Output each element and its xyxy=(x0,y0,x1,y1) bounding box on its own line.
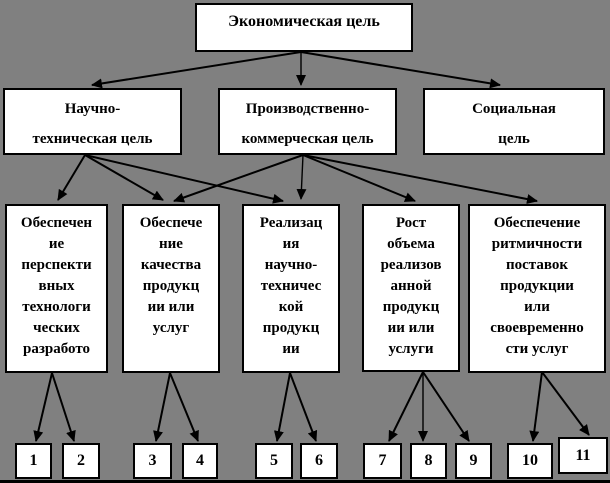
leaf-node-11: 11 xyxy=(558,437,608,474)
node-social-goal: Социальная цель xyxy=(423,88,605,155)
leaf-node-7: 7 xyxy=(363,443,402,479)
node-product-quality: Обеспече ние качества продукц ии или усл… xyxy=(122,204,220,373)
node-delivery-rhythm: Обеспечение ритмичности поставок продукц… xyxy=(468,204,606,373)
leaf-node-8: 8 xyxy=(410,443,447,479)
arrow-prod-to-l3e xyxy=(302,154,538,204)
node-sci-tech-product-sales: Реализац ия научно- техничес кой продукц… xyxy=(242,204,340,373)
arrow-l3d-to-7 xyxy=(388,371,424,442)
leaf-node-6: 6 xyxy=(300,443,338,479)
bottom-border-line xyxy=(0,480,610,483)
arrow-prod-to-l3c xyxy=(296,154,307,200)
leaf-node-3: 3 xyxy=(133,443,172,479)
arrow-root-to-sci xyxy=(91,51,302,89)
node-sales-volume-growth: Рост объема реализов анной продукц ии ил… xyxy=(362,204,460,372)
node-production-commercial-goal: Производственно- коммерческая цель xyxy=(218,88,397,155)
node-economic-goal: Экономическая цель xyxy=(195,3,413,52)
arrow-l3e-to-10 xyxy=(529,371,543,442)
leaf-node-10: 10 xyxy=(507,443,553,479)
arrow-l3b-to-3 xyxy=(153,372,171,442)
leaf-node-2: 2 xyxy=(62,443,100,479)
arrow-root-to-social xyxy=(300,51,501,89)
arrow-l3a-to-1 xyxy=(33,372,53,442)
node-scientific-technical-goal: Научно- техническая цель xyxy=(3,88,182,155)
leaf-node-1: 1 xyxy=(15,443,52,479)
arrow-l3b-to-4 xyxy=(169,372,199,442)
arrow-prod-to-l3d xyxy=(302,154,416,202)
arrow-prod-to-l3b xyxy=(173,154,304,203)
node-promising-technologies: Обеспечен ие перспекти вных технологи че… xyxy=(5,204,108,373)
arrow-sci-to-l3c xyxy=(84,154,284,204)
leaf-node-5: 5 xyxy=(255,443,293,479)
arrow-l3d-to-9 xyxy=(422,371,470,442)
arrow-l3c-to-5 xyxy=(273,372,291,442)
arrow-sci-to-l3a xyxy=(57,154,86,201)
arrow-l3a-to-2 xyxy=(51,372,76,442)
arrow-l3e-to-11 xyxy=(541,371,590,436)
leaf-node-4: 4 xyxy=(182,443,218,479)
arrow-sci-to-l3b xyxy=(84,154,164,201)
arrow-l3c-to-6 xyxy=(289,372,318,442)
leaf-node-9: 9 xyxy=(455,443,492,479)
